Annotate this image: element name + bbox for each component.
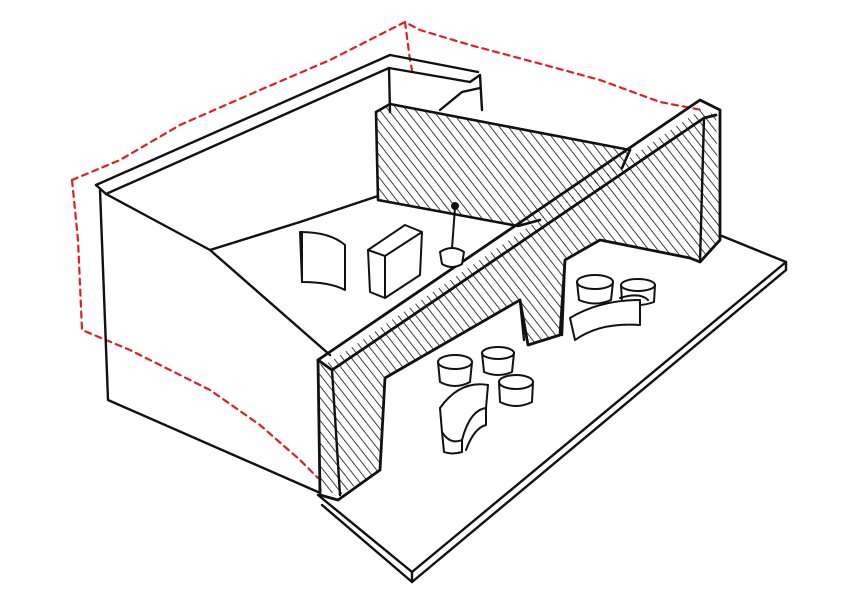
stool-cluster-back <box>569 274 656 341</box>
stool-cluster-front <box>437 346 534 455</box>
room-enclosure <box>94 53 484 494</box>
display-box <box>367 224 423 299</box>
floor-slab <box>316 234 788 584</box>
front-portal-wall <box>316 98 722 502</box>
curved-panel <box>299 231 346 291</box>
lamp <box>439 202 465 268</box>
rear-partition-wall <box>374 102 632 228</box>
